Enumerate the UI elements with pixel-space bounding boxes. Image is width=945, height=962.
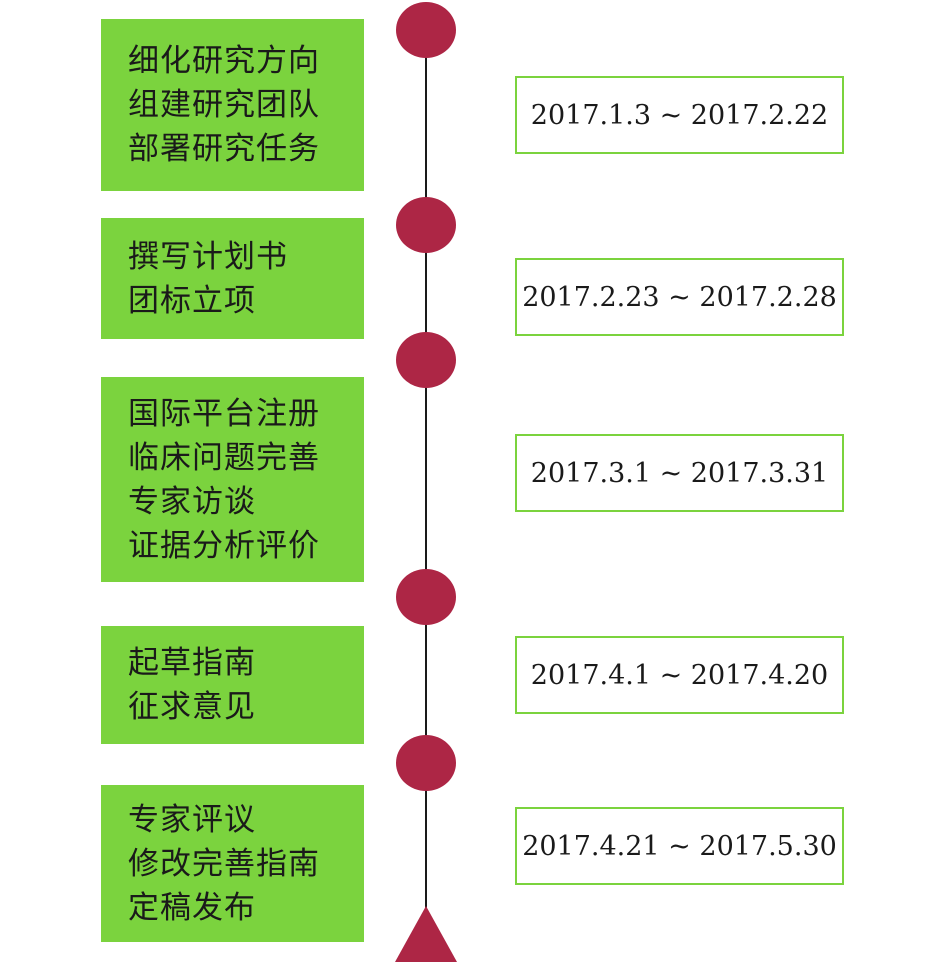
date-range: 2017.4.1 ~ 2017.4.20 bbox=[530, 659, 829, 691]
date-range: 2017.3.1 ~ 2017.3.31 bbox=[530, 457, 829, 489]
date-box-4: 2017.4.1 ~ 2017.4.20 bbox=[515, 636, 844, 714]
task-text: 证据分析评价 bbox=[128, 527, 320, 564]
task-text: 专家访谈 bbox=[128, 483, 256, 520]
task-box-1: 细化研究方向 组建研究团队 部署研究任务 bbox=[101, 19, 364, 191]
task-box-4: 起草指南 征求意见 bbox=[101, 626, 364, 744]
date-range: 2017.4.21 ~ 2017.5.30 bbox=[522, 830, 837, 862]
date-range: 2017.1.3 ~ 2017.2.22 bbox=[530, 99, 829, 131]
date-box-3: 2017.3.1 ~ 2017.3.31 bbox=[515, 434, 844, 512]
task-text: 起草指南 bbox=[128, 645, 256, 681]
timeline-node-4 bbox=[396, 569, 456, 625]
task-text: 细化研究方向 bbox=[128, 43, 320, 79]
timeline-line bbox=[425, 28, 427, 928]
task-box-3: 国际平台注册 临床问题完善 专家访谈 证据分析评价 bbox=[101, 377, 364, 582]
timeline-node-2 bbox=[396, 197, 456, 253]
date-box-2: 2017.2.23 ~ 2017.2.28 bbox=[515, 258, 844, 336]
timeline-node-1 bbox=[396, 2, 456, 58]
date-box-1: 2017.1.3 ~ 2017.2.22 bbox=[515, 76, 844, 154]
task-text: 定稿发布 bbox=[128, 889, 256, 926]
task-text: 征求意见 bbox=[128, 689, 256, 725]
date-box-5: 2017.4.21 ~ 2017.5.30 bbox=[515, 807, 844, 885]
task-text: 临床问题完善 bbox=[128, 439, 320, 476]
task-text: 部署研究任务 bbox=[128, 131, 320, 167]
task-text: 国际平台注册 bbox=[128, 395, 320, 432]
task-text: 组建研究团队 bbox=[128, 87, 320, 123]
timeline-arrow-end bbox=[395, 906, 457, 962]
task-box-5: 专家评议 修改完善指南 定稿发布 bbox=[101, 785, 364, 942]
task-box-2: 撰写计划书 团标立项 bbox=[101, 218, 364, 339]
timeline-node-3 bbox=[396, 332, 456, 388]
task-text: 修改完善指南 bbox=[128, 845, 320, 882]
date-range: 2017.2.23 ~ 2017.2.28 bbox=[522, 281, 837, 313]
timeline-node-5 bbox=[396, 735, 456, 791]
task-text: 专家评议 bbox=[128, 801, 256, 838]
task-text: 团标立项 bbox=[128, 282, 256, 319]
task-text: 撰写计划书 bbox=[128, 238, 288, 275]
